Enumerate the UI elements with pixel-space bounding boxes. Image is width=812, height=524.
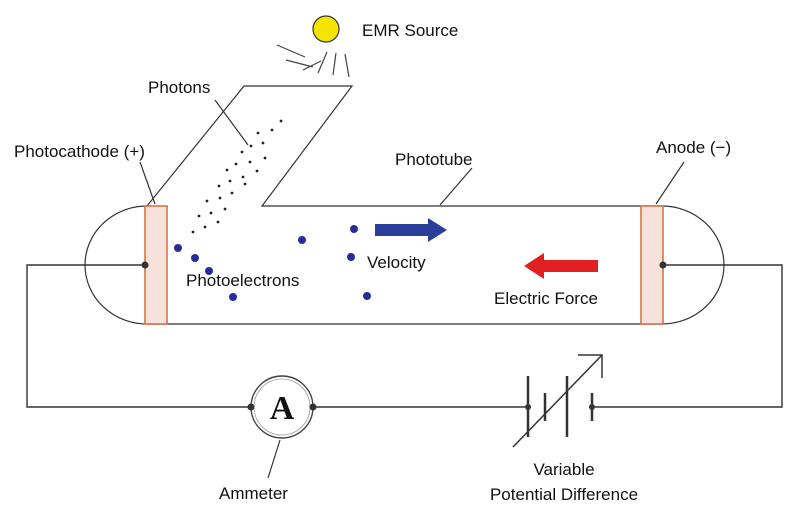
photon-dot <box>255 169 259 173</box>
ammeter-symbol: A <box>270 390 295 427</box>
phototube-outline <box>84 85 725 325</box>
anode-label: Anode (−) <box>656 138 731 157</box>
photon-dot <box>243 182 247 186</box>
photon-dot <box>223 207 227 211</box>
photon-dot <box>216 220 220 224</box>
circuit-wires <box>26 264 783 408</box>
photoelectron-dot <box>347 253 355 261</box>
photoelectron-dot <box>363 292 371 300</box>
photon-dot <box>191 230 195 234</box>
photon-dot <box>263 156 267 160</box>
photoelectron-dot <box>350 225 358 233</box>
photon-dot <box>218 196 222 200</box>
light-rays <box>276 44 350 78</box>
leader-lines <box>139 99 685 479</box>
photon-dot <box>225 168 229 172</box>
emr-source-label: EMR Source <box>362 21 458 40</box>
photon-dot <box>203 225 207 229</box>
variable-label-line1: Variable <box>533 460 594 479</box>
photon-dot <box>217 184 221 188</box>
photon-dot <box>270 128 274 132</box>
photon-dot <box>209 211 213 215</box>
photoelectron-dot <box>205 267 213 275</box>
photon-dot <box>256 131 260 135</box>
photoelectron-dot <box>191 254 199 262</box>
photon-dot <box>234 162 238 166</box>
photon-dot <box>240 150 244 154</box>
variable-label-line2: Potential Difference <box>490 485 638 504</box>
photon-dot <box>248 160 252 164</box>
velocity-label: Velocity <box>367 253 426 272</box>
photoelectron-dot <box>174 244 182 252</box>
photons-label: Photons <box>148 78 210 97</box>
velocity-arrow <box>375 218 447 242</box>
photon-dots <box>191 119 283 234</box>
photon-dot <box>228 179 232 183</box>
photoelectron-dots <box>174 225 371 301</box>
phototube-label: Phototube <box>395 150 473 169</box>
emr-source <box>276 15 350 78</box>
photoelectrons-label: Photoelectrons <box>186 271 299 290</box>
photoelectron-dot <box>229 293 237 301</box>
ammeter-terminal-right <box>309 403 317 411</box>
photon-dot <box>261 141 265 145</box>
ammeter-label: Ammeter <box>219 484 288 503</box>
ammeter: A <box>247 375 317 439</box>
photon-dot <box>279 119 283 123</box>
photon-dot <box>205 199 209 203</box>
photon-dot <box>241 175 245 179</box>
electric-force-label: Electric Force <box>494 289 598 308</box>
photon-dot <box>197 214 201 218</box>
photocathode-label: Photocathode (+) <box>14 142 145 161</box>
sun-icon <box>312 15 340 43</box>
ammeter-terminal-left <box>247 403 255 411</box>
electric-force-arrow <box>524 253 598 279</box>
anode-terminal <box>659 261 667 269</box>
photon-dot <box>230 191 234 195</box>
variable-battery <box>512 354 603 448</box>
variable-arrow-icon <box>512 354 603 448</box>
photocathode-terminal <box>141 261 149 269</box>
photoelectron-dot <box>298 236 306 244</box>
photon-dot <box>249 144 253 148</box>
